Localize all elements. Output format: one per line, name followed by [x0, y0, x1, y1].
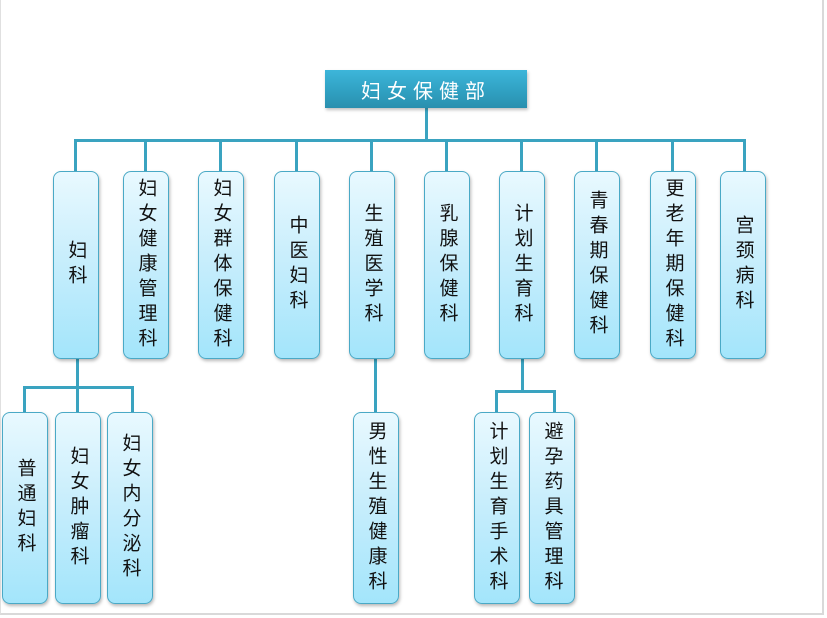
dept-node-label: 妇科 [65, 240, 88, 290]
subdept-node-label: 妇女内分泌科 [119, 433, 142, 583]
dept-node-label: 计划生育科 [511, 202, 534, 328]
connector-dept-1 [144, 139, 147, 171]
connector-gyn-child-0 [23, 386, 26, 412]
dept-node-label: 妇女健康管理科 [135, 177, 158, 353]
connector-fp-bus [495, 390, 556, 393]
dept-node-adolescent-health: 青春期保健科 [574, 171, 620, 359]
connector-dept-8 [671, 139, 674, 171]
connector-repro-down [374, 359, 377, 412]
dept-node-breast-health: 乳腺保健科 [424, 171, 470, 359]
connector-root-down [425, 108, 428, 141]
subdept-node-label: 避孕药具管理科 [541, 420, 564, 596]
root-node: 妇女保健部 [325, 70, 527, 108]
connector-dept-9 [743, 139, 746, 171]
dept-node-womens-health-management: 妇女健康管理科 [123, 171, 169, 359]
subdept-node-label: 男性生殖健康科 [365, 420, 388, 596]
subdept-node-male-reproductive-health: 男性生殖健康科 [353, 412, 399, 604]
subdept-node-label: 妇女肿瘤科 [67, 445, 90, 571]
dept-node-reproductive-medicine: 生殖医学科 [349, 171, 395, 359]
connector-dept-4 [370, 139, 373, 171]
dept-node-menopause-health: 更老年期保健科 [650, 171, 696, 359]
root-node-label: 妇女保健部 [361, 78, 491, 103]
connector-gyn-child-2 [131, 386, 134, 412]
connector-dept-7 [595, 139, 598, 171]
dept-node-label: 乳腺保健科 [436, 202, 459, 328]
subdept-node-contraceptive-management: 避孕药具管理科 [529, 412, 575, 604]
connector-gyn-down [76, 359, 79, 388]
dept-node-family-planning: 计划生育科 [499, 171, 545, 359]
dept-node-womens-group-health: 妇女群体保健科 [198, 171, 244, 359]
connector-dept-5 [445, 139, 448, 171]
connector-fp-child-0 [495, 390, 498, 412]
dept-node-label: 中医妇科 [286, 215, 309, 315]
connector-main-bus [74, 139, 746, 142]
dept-node-gynecology: 妇科 [53, 171, 99, 359]
subdept-node-family-planning-surgery: 计划生育手术科 [474, 412, 520, 604]
connector-dept-6 [520, 139, 523, 171]
subdept-node-gynecologic-endocrinology: 妇女内分泌科 [107, 412, 153, 604]
dept-node-label: 生殖医学科 [361, 202, 384, 328]
subdept-node-label: 计划生育手术科 [486, 420, 509, 596]
connector-gyn-child-1 [76, 386, 79, 412]
dept-node-cervical-disease: 宫颈病科 [720, 171, 766, 359]
subdept-node-label: 普通妇科 [14, 458, 37, 558]
dept-node-label: 宫颈病科 [732, 215, 755, 315]
connector-dept-3 [295, 139, 298, 171]
connector-fp-child-1 [553, 390, 556, 412]
subdept-node-gynecologic-oncology: 妇女肿瘤科 [55, 412, 101, 604]
dept-node-label: 妇女群体保健科 [210, 177, 233, 353]
connector-dept-0 [74, 139, 77, 171]
connector-fp-down [521, 359, 524, 392]
subdept-node-general-gynecology: 普通妇科 [2, 412, 48, 604]
dept-node-label: 更老年期保健科 [662, 177, 685, 353]
dept-node-tcm-gynecology: 中医妇科 [274, 171, 320, 359]
dept-node-label: 青春期保健科 [586, 190, 609, 340]
connector-dept-2 [219, 139, 222, 171]
